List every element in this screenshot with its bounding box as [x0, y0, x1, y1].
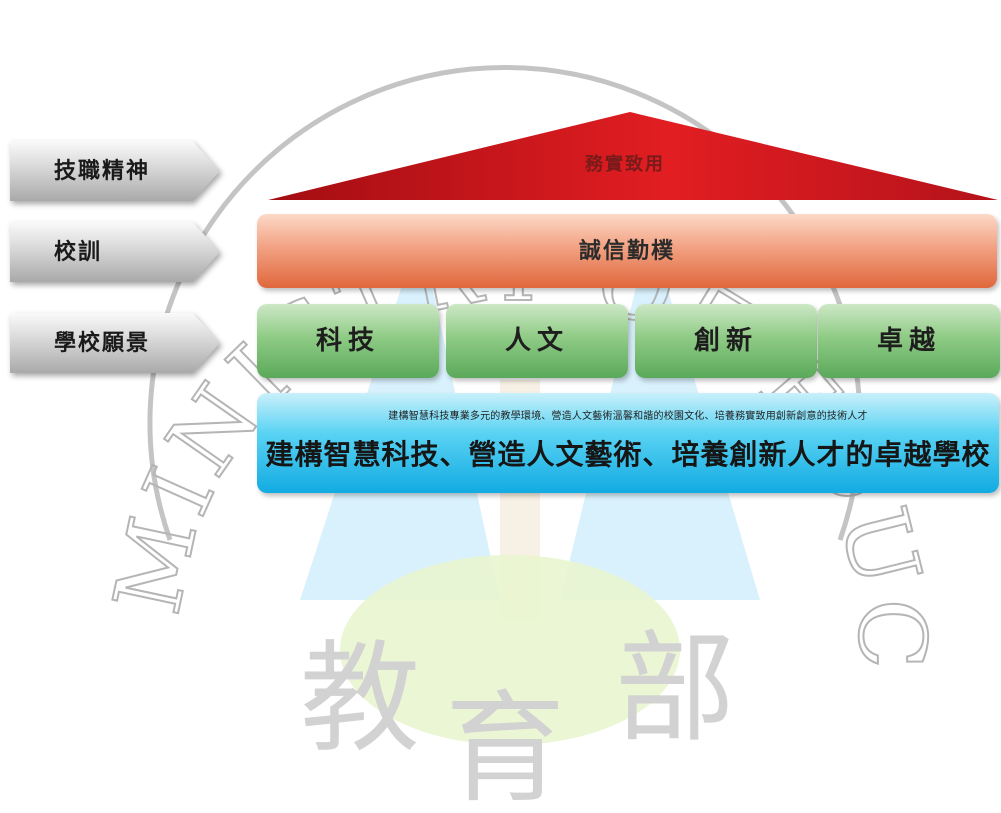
- vision-label: 人文: [504, 326, 569, 356]
- motto-bar: 誠信勤樸: [257, 214, 997, 288]
- watermark-char-yu: 育: [445, 680, 565, 813]
- side-label-school-vision: 學校願景: [10, 313, 220, 373]
- arrow-tab-shape: [10, 313, 220, 373]
- vision-label: 創新: [693, 326, 758, 356]
- roof-triangle: [268, 112, 998, 200]
- goal-title: 建構智慧科技、營造人文藝術、培養創新人才的卓越學校: [265, 438, 991, 471]
- goal-subtitle: 建構智慧科技專業多元的教學環境、營造人文藝術溫馨和諧的校園文化、培養務實致用創新…: [388, 411, 868, 422]
- motto-label: 誠信勤樸: [578, 238, 675, 264]
- vision-box-innovation: 創新: [635, 304, 817, 378]
- goal-bar: 建構智慧科技專業多元的教學環境、營造人文藝術溫馨和諧的校園文化、培養務實致用創新…: [257, 393, 999, 493]
- vision-box-excellence: 卓越: [818, 304, 1000, 378]
- arrow-tab-shape: [10, 222, 220, 282]
- watermark-char-jiao: 教: [300, 630, 420, 769]
- side-label-text: 學校願景: [54, 330, 151, 356]
- vision-label: 科技: [315, 326, 380, 356]
- vision-box-humanities: 人文: [446, 304, 628, 378]
- vision-box-technology: 科技: [257, 304, 439, 378]
- watermark-char-bu: 部: [615, 620, 735, 759]
- side-label-vocational-spirit: 技職精神: [10, 141, 220, 201]
- side-label-text: 校訓: [54, 239, 103, 265]
- roof-label: 務實致用: [585, 154, 665, 175]
- vision-label: 卓越: [876, 326, 941, 356]
- arrow-tab-shape: [10, 141, 220, 201]
- side-label-text: 技職精神: [54, 158, 151, 184]
- side-label-school-motto: 校訓: [10, 222, 220, 282]
